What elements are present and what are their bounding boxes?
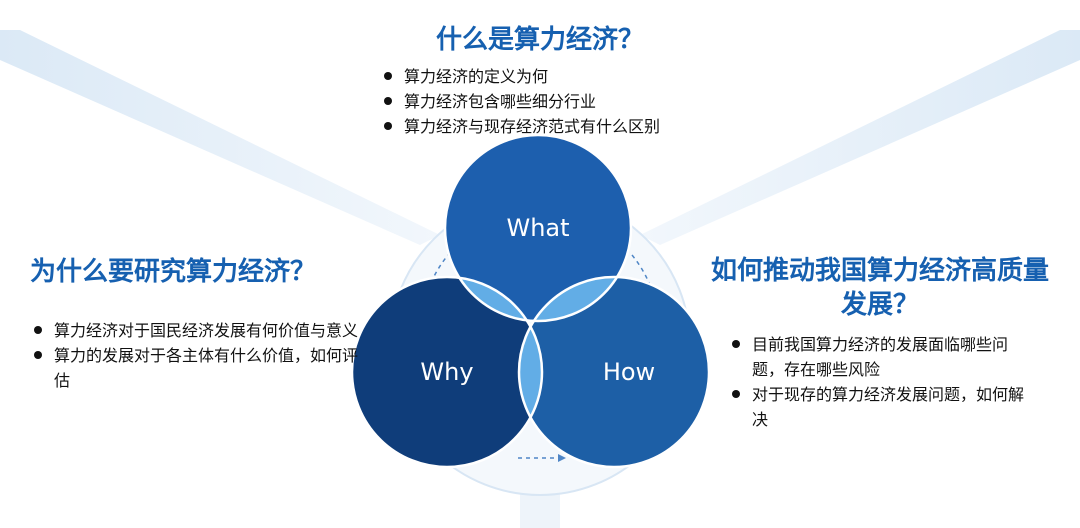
how-circle (519, 277, 709, 467)
what-item: 算力经济与现存经济范式有什么区别 (380, 114, 660, 139)
why-outline (350, 275, 544, 469)
how-label: How (603, 358, 655, 386)
left-band (0, 30, 440, 245)
arrow-right (631, 254, 653, 291)
arrow-bottom-head (558, 454, 566, 462)
what-label: What (506, 214, 569, 242)
how-item: 对于现存的算力经济发展问题，如何解决 (728, 382, 1028, 432)
how-item: 目前我国算力经济的发展面临哪些问题，存在哪些风险 (728, 332, 1028, 382)
what-outline (443, 133, 633, 323)
why-item: 算力的发展对于各主体有什么价值，如何评估 (30, 343, 360, 393)
how-title: 如何推动我国算力经济高质量发展？ (710, 256, 1049, 320)
why-item: 算力经济对于国民经济发展有何价值与意义 (30, 318, 360, 343)
how-list: 目前我国算力经济的发展面临哪些问题，存在哪些风险 对于现存的算力经济发展问题，如… (728, 332, 1028, 432)
what-title: 什么是算力经济？ (435, 25, 644, 55)
what-item: 算力经济包含哪些细分行业 (380, 89, 660, 114)
how-outline (517, 275, 711, 469)
what-item: 算力经济的定义为何 (380, 64, 660, 89)
what-circle (445, 135, 631, 321)
why-list: 算力经济对于国民经济发展有何价值与意义 算力的发展对于各主体有什么价值，如何评估 (30, 318, 360, 393)
why-circle (352, 277, 542, 467)
what-list: 算力经济的定义为何 算力经济包含哪些细分行业 算力经济与现存经济范式有什么区别 (380, 64, 660, 139)
why-title: 为什么要研究算力经济？ (30, 257, 317, 287)
why-label: Why (420, 358, 473, 386)
right-band (640, 30, 1080, 245)
